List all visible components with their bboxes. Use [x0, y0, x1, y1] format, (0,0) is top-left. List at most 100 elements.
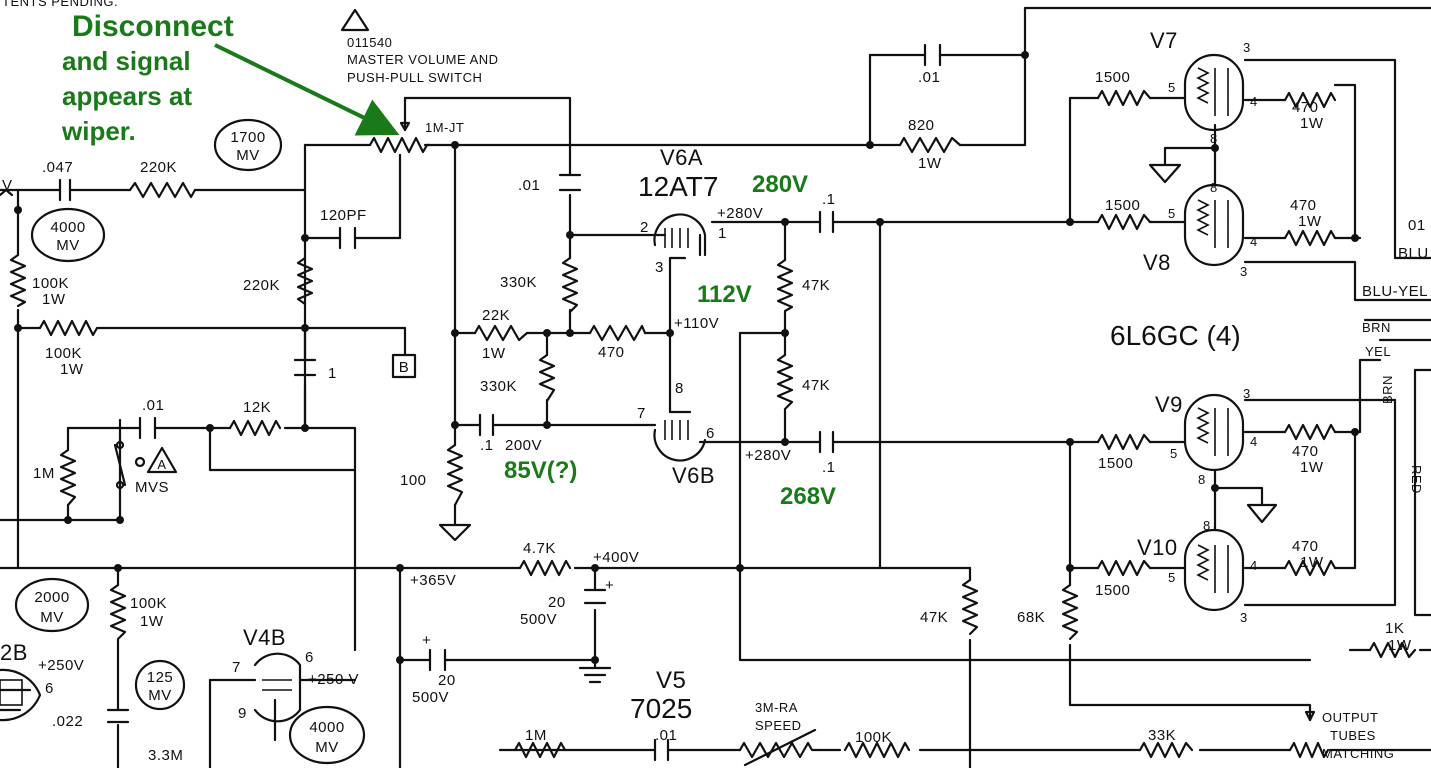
r1k — [1368, 641, 1417, 659]
svg-text:6: 6 — [305, 649, 314, 666]
svg-text:33K: 33K — [1148, 727, 1176, 744]
control-part: 011540 — [347, 35, 392, 50]
svg-text:V: V — [2, 177, 13, 194]
svg-text:1W: 1W — [140, 613, 164, 630]
svg-text:1500: 1500 — [1095, 69, 1130, 86]
svg-text:OUTPUT: OUTPUT — [1322, 710, 1378, 725]
svg-text:YEL: YEL — [1365, 344, 1391, 359]
wires — [0, 6, 1431, 768]
tube-v4b: V4B — [243, 625, 286, 650]
svg-text:4: 4 — [1250, 234, 1258, 249]
svg-text:1M: 1M — [525, 727, 547, 744]
mv-4000-b: 4000 — [309, 719, 344, 736]
svg-text:1W: 1W — [1388, 637, 1412, 654]
svg-text:6: 6 — [45, 680, 54, 697]
svg-text:4: 4 — [1250, 434, 1258, 449]
svg-text:3: 3 — [1240, 610, 1248, 625]
svg-text:.01: .01 — [655, 727, 677, 744]
capacitors — [58, 43, 942, 762]
svg-text:.01: .01 — [142, 397, 164, 414]
svg-text:100K: 100K — [32, 275, 69, 292]
mv-4000-a: 4000 — [50, 219, 85, 236]
svg-text:1W: 1W — [1298, 213, 1322, 230]
svg-text:5: 5 — [1170, 446, 1178, 461]
tube-v6a: V6A — [660, 145, 703, 170]
svg-text:+110V: +110V — [674, 315, 719, 332]
svg-text:1500: 1500 — [1098, 455, 1133, 472]
svg-text:1W: 1W — [1300, 115, 1324, 132]
svg-text:500V: 500V — [520, 611, 557, 628]
svg-text:68K: 68K — [1017, 609, 1045, 626]
r22k — [473, 324, 532, 342]
svg-text:B: B — [399, 359, 410, 376]
tube-v6b: V6B — [672, 463, 715, 488]
svg-text:1W: 1W — [60, 361, 84, 378]
mv-2000: 2000 — [34, 589, 69, 606]
svg-text:500V: 500V — [412, 689, 449, 706]
r47k-b — [776, 353, 794, 411]
tubes — [0, 53, 1245, 723]
svg-text:1W: 1W — [918, 155, 942, 172]
control-title-2: PUSH-PULL SWITCH — [347, 70, 482, 85]
svg-text:2B: 2B — [0, 640, 28, 665]
svg-text:1W: 1W — [1300, 554, 1324, 571]
r220k-b — [296, 256, 314, 306]
svg-text:100K: 100K — [130, 595, 167, 612]
r470-d — [1283, 559, 1337, 577]
tube-v5-type: 7025 — [630, 693, 692, 724]
svg-text:BLU-YEL: BLU-YEL — [1362, 283, 1428, 300]
svg-text:MV: MV — [315, 739, 339, 756]
svg-text:8: 8 — [1198, 472, 1206, 487]
svg-text:2: 2 — [640, 219, 649, 236]
svg-text:5: 5 — [1168, 206, 1176, 221]
svg-text:3: 3 — [655, 259, 664, 276]
svg-text:MV: MV — [40, 609, 64, 626]
control-title-1: MASTER VOLUME AND — [347, 52, 499, 67]
r47k-a — [776, 258, 794, 313]
svg-text:8: 8 — [675, 380, 684, 397]
svg-text:100K: 100K — [45, 345, 82, 362]
svg-text:+280V: +280V — [717, 205, 763, 222]
annotations: Disconnect and signal appears at wiper. … — [61, 10, 836, 510]
mv-1700: 1700 — [230, 129, 265, 146]
svg-text:MV: MV — [148, 687, 172, 704]
svg-text:7: 7 — [232, 659, 241, 676]
note-line4: wiper. — [61, 116, 136, 146]
svg-text:01: 01 — [1408, 217, 1426, 234]
svg-text:BRN: BRN — [1380, 375, 1395, 404]
svg-text:4.7K: 4.7K — [523, 540, 556, 557]
r1500-d — [1096, 559, 1152, 577]
svg-text:.1: .1 — [822, 459, 836, 476]
r100 — [446, 443, 464, 507]
svg-text:TUBES: TUBES — [1330, 728, 1376, 743]
svg-text:1W: 1W — [1300, 459, 1324, 476]
svg-text:RED: RED — [1409, 465, 1424, 494]
svg-text:330K: 330K — [500, 274, 537, 291]
svg-text:3.3M: 3.3M — [148, 747, 183, 764]
svg-text:5: 5 — [1168, 80, 1176, 95]
svg-text:+250 V: +250 V — [308, 671, 359, 688]
svg-text:3: 3 — [1240, 264, 1248, 279]
r47k-c — [961, 578, 979, 636]
svg-text:1500: 1500 — [1095, 582, 1130, 599]
note-268v: 268V — [780, 483, 836, 510]
r220k-a — [128, 181, 197, 199]
note-disconnect: Disconnect — [72, 10, 234, 43]
svg-text:A: A — [157, 457, 166, 472]
tube-power-type: 6L6GC (4) — [1110, 320, 1241, 351]
note-112v: 112V — [697, 281, 752, 308]
svg-text:20: 20 — [438, 672, 456, 689]
svg-text:120PF: 120PF — [320, 207, 367, 224]
pot-1m-jt: 1M-JT — [425, 120, 464, 135]
r1500-a — [1096, 89, 1152, 107]
note-line3: appears at — [62, 81, 192, 111]
svg-text:22K: 22K — [482, 307, 510, 324]
r470 — [588, 324, 647, 342]
svg-text:SPEED: SPEED — [755, 718, 802, 733]
svg-text:1M: 1M — [33, 465, 55, 482]
r100k-a — [9, 253, 27, 308]
box-b — [391, 353, 417, 379]
note-85v: 85V(?) — [504, 457, 577, 484]
svg-text:1W: 1W — [42, 291, 66, 308]
svg-text:820: 820 — [908, 117, 935, 134]
